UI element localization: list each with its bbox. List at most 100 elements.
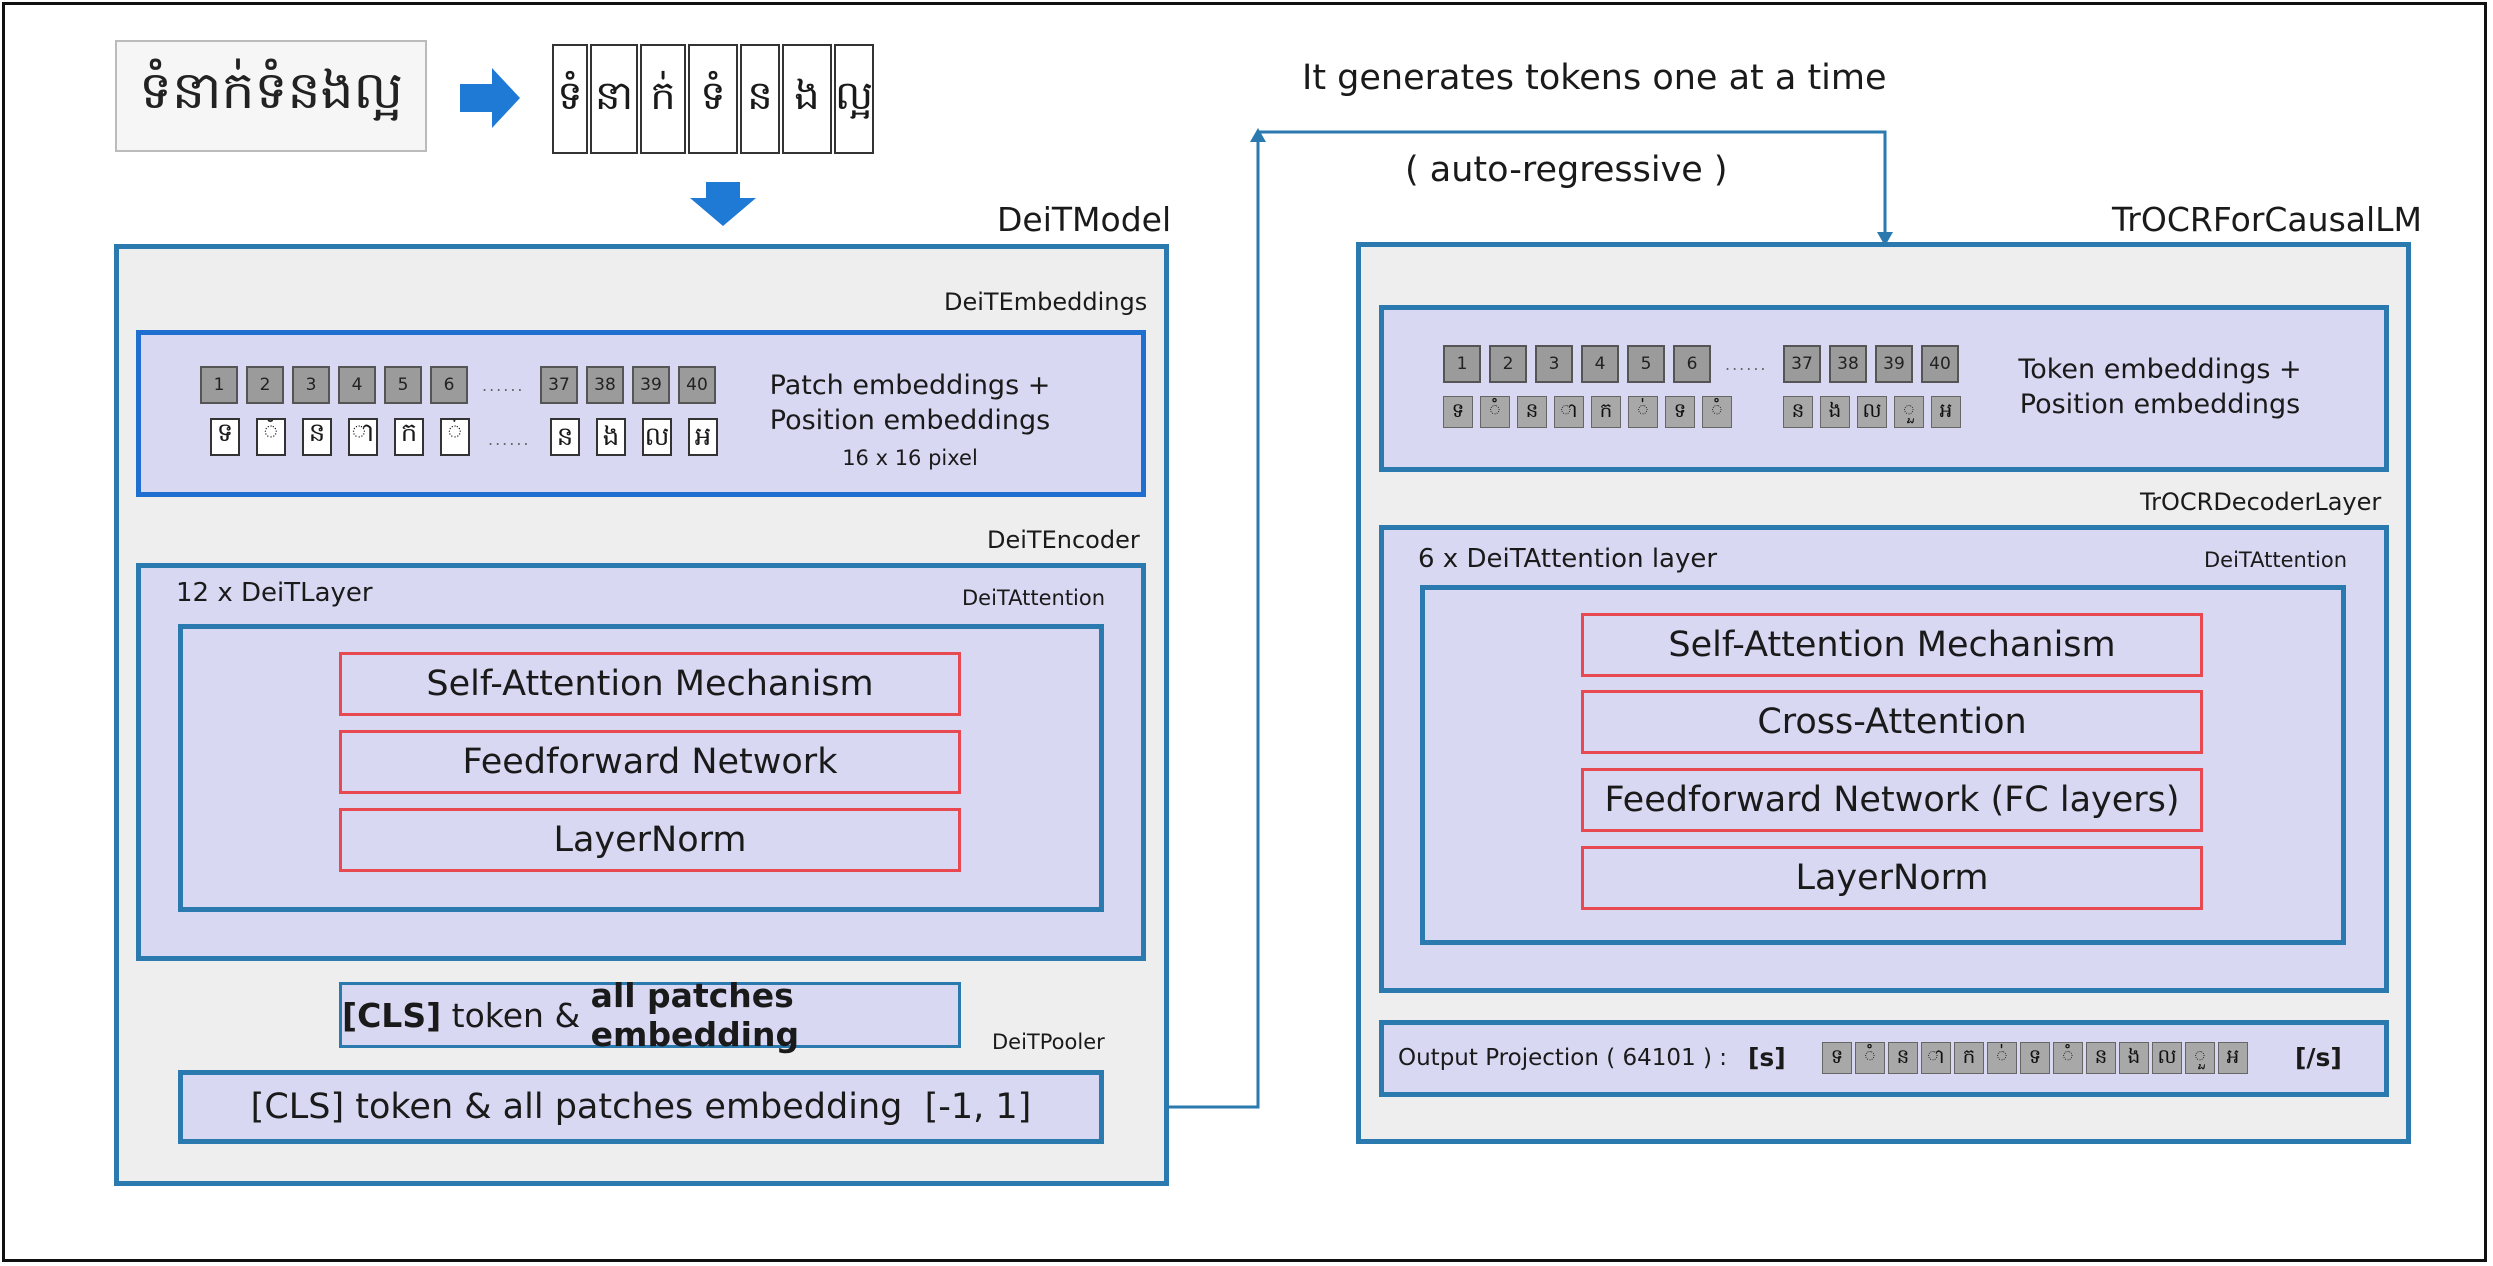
image-patch: ំ	[256, 418, 286, 456]
segment-box: នា	[590, 44, 638, 154]
index-cell: 37	[1783, 345, 1821, 383]
end-token-label: [/s]	[2295, 1043, 2342, 1072]
token-chip: ល	[1857, 396, 1887, 428]
token-glyph-row: ទំនាក់ទំនងលួអ	[1443, 396, 1961, 436]
image-patch: ល	[642, 418, 672, 456]
decoder-layernorm-block: LayerNorm	[1581, 846, 2203, 910]
token-chip: ង	[1820, 396, 1850, 428]
output-token-chip: ង	[2119, 1042, 2149, 1074]
token-embed-line2: Position embeddings	[2019, 389, 2301, 420]
segment-box: ង	[782, 44, 832, 154]
deit-pooler-box: [CLS] token & all patches embedding [-1,…	[178, 1070, 1104, 1144]
output-token-chip: ំ	[1855, 1042, 1885, 1074]
image-patch: ា	[348, 418, 378, 456]
deit-embeddings-box	[136, 330, 1146, 497]
input-word-text: ទំនាក់ទំនងល្អ	[138, 61, 404, 121]
encoder-feedforward-block: Feedforward Network	[339, 730, 961, 794]
right-arrow-icon	[460, 68, 520, 128]
index-cell: 5	[384, 366, 422, 404]
output-token-chip: ទ	[1822, 1042, 1852, 1074]
image-patch: អ	[688, 418, 718, 456]
token-chip: ា	[1554, 396, 1584, 428]
segment-box: ទំ	[688, 44, 738, 154]
trocr-model-title: TrOCRForCausalLM	[2112, 200, 2423, 239]
decoder-cross-attention-block: Cross-Attention	[1581, 690, 2203, 754]
input-word-image: ទំនាក់ទំនងល្អ	[115, 40, 427, 152]
token-chip: ំ	[1702, 396, 1732, 428]
image-patch: ់	[440, 418, 470, 456]
down-arrow-icon	[690, 182, 756, 226]
index-cell: 40	[1921, 345, 1959, 383]
token-embeddings-box	[1379, 305, 2389, 472]
decoder-layer-count: 6 x DeiTAttention layer	[1418, 544, 1718, 574]
segment-box: ន	[740, 44, 780, 154]
encoder-self-attention-block: Self-Attention Mechanism	[339, 652, 961, 716]
segment-box: ទំ	[552, 44, 588, 154]
output-token-chip: ំ	[2053, 1042, 2083, 1074]
index-cell: 39	[1875, 345, 1913, 383]
index-cell: 6	[430, 366, 468, 404]
decoder-self-attention-block: Self-Attention Mechanism	[1581, 613, 2203, 677]
ellipsis-mark: ......	[482, 376, 525, 395]
index-cell: 3	[1535, 345, 1573, 383]
token-chip: ទ	[1443, 396, 1473, 428]
token-chip: ំ	[1480, 396, 1510, 428]
autoregressive-note: ( auto-regressive )	[1405, 150, 1728, 190]
cls-token-box: [CLS] token & all patches embedding	[339, 976, 961, 1054]
index-cell: 38	[586, 366, 624, 404]
segment-box: ល្អ	[834, 44, 874, 154]
deit-encoder-title: DeiTEncoder	[987, 526, 1140, 554]
index-cell: 5	[1627, 345, 1665, 383]
generation-note: It generates tokens one at a time	[1302, 58, 1887, 98]
index-cell: 2	[246, 366, 284, 404]
index-cell: 37	[540, 366, 578, 404]
token-chip: ក	[1591, 396, 1621, 428]
deit-pooler-title: DeiTPooler	[992, 1030, 1105, 1054]
image-patch: ន	[302, 418, 332, 456]
output-token-chip: អ	[2218, 1042, 2248, 1074]
segmented-characters: ទំនាក់ទំនងល្អ	[552, 44, 882, 156]
token-chip: ទ	[1665, 396, 1695, 428]
index-cell: 40	[678, 366, 716, 404]
output-token-chip: ល	[2152, 1042, 2182, 1074]
patch-embed-line1: Patch embeddings +	[769, 370, 1051, 401]
image-patch: ក	[394, 418, 424, 456]
output-token-row: ទំនាក់ទំនងលួអ	[1822, 1042, 2262, 1078]
output-projection-label: Output Projection ( 64101 ) :	[1398, 1045, 1728, 1071]
trocr-decoder-layer-title: TrOCRDecoderLayer	[2140, 488, 2382, 516]
encoder-layernorm-block: LayerNorm	[339, 808, 961, 872]
index-cell: 4	[1581, 345, 1619, 383]
token-chip: ួ	[1894, 396, 1924, 428]
patch-embed-line2: Position embeddings	[769, 405, 1051, 436]
output-token-chip: ួ	[2185, 1042, 2215, 1074]
start-token-label: [s]	[1748, 1043, 1786, 1072]
output-token-chip: ទ	[2020, 1042, 2050, 1074]
output-token-chip: ់	[1987, 1042, 2017, 1074]
token-chip: អ	[1931, 396, 1961, 428]
cls-bold-label: [CLS]	[342, 995, 442, 1035]
deit-attention-box	[178, 624, 1104, 912]
patch-image-row: ទំនាក់នងលអ......	[206, 418, 718, 462]
segment-box: ក់	[640, 44, 686, 154]
cls-mid-label: token &	[441, 995, 591, 1035]
index-cell: 3	[292, 366, 330, 404]
image-patch: ន	[550, 418, 580, 456]
deit-embeddings-title: DeiTEmbeddings	[944, 288, 1148, 316]
decoder-attention-box	[1420, 585, 2346, 945]
output-token-chip: ន	[2086, 1042, 2116, 1074]
token-chip: ់	[1628, 396, 1658, 428]
token-chip: ន	[1517, 396, 1547, 428]
token-embed-line1: Token embeddings +	[2018, 354, 2302, 385]
output-token-chip: ក	[1954, 1042, 1984, 1074]
index-cell: 38	[1829, 345, 1867, 383]
token-chip: ន	[1783, 396, 1813, 428]
index-cell: 6	[1673, 345, 1711, 383]
deit-model-title: DeiTModel	[997, 200, 1172, 239]
decoder-attention-title: DeiTAttention	[2204, 548, 2348, 572]
image-patch: ទ	[210, 418, 240, 456]
trocr-decoder-layer-box	[1379, 525, 2389, 993]
